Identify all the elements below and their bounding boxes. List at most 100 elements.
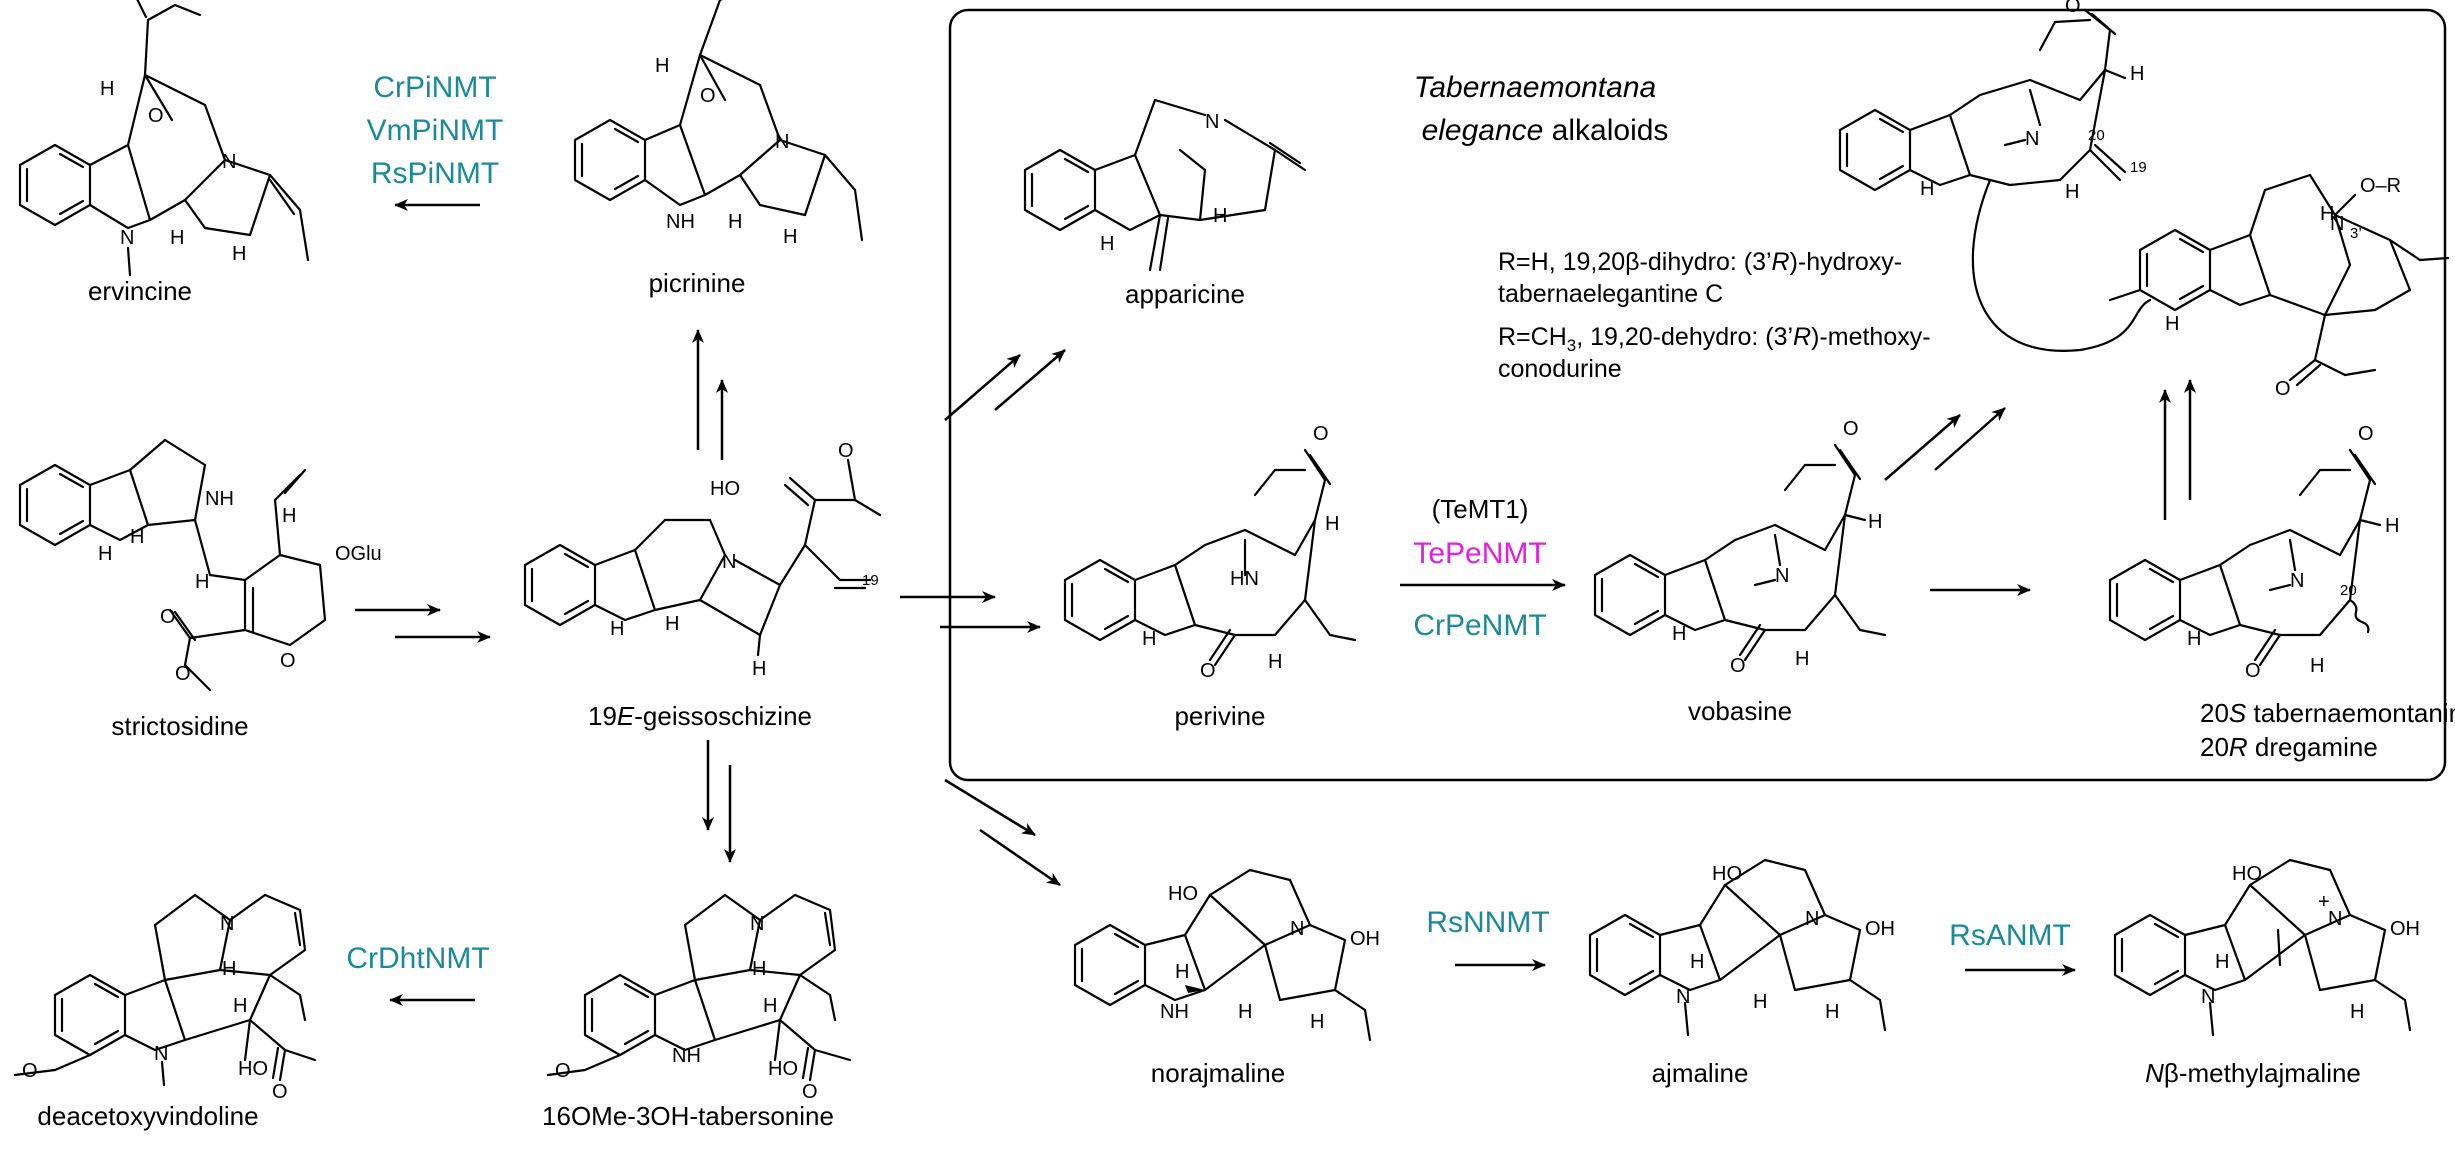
svg-text:O: O	[1730, 655, 1746, 677]
svg-text:H: H	[2385, 515, 2399, 537]
enzyme-tepenmt: TePeNMT	[1413, 537, 1546, 570]
structure-methylajmaline: N + N HO OH H H	[2113, 858, 2420, 1037]
label-perivine: perivine	[1174, 701, 1265, 731]
svg-text:N: N	[120, 227, 134, 249]
svg-text:O: O	[555, 1060, 571, 1082]
svg-text:N: N	[222, 151, 236, 173]
svg-text:O: O	[802, 1081, 818, 1103]
label-dregamine: 20R dregamine	[2200, 732, 2378, 762]
svg-text:HO: HO	[710, 478, 740, 500]
structure-picrinine: O N NH H H H	[573, 0, 864, 248]
svg-text:H: H	[1310, 1011, 1324, 1033]
svg-text:NH: NH	[672, 1045, 701, 1067]
svg-text:H: H	[2215, 951, 2229, 973]
tabernaemontana-box	[948, 8, 2447, 782]
svg-text:HO: HO	[1712, 863, 1742, 885]
svg-text:O: O	[700, 85, 716, 107]
svg-text:N: N	[750, 913, 764, 935]
svg-text:H: H	[665, 613, 679, 635]
svg-text:H: H	[752, 958, 766, 980]
svg-text:NH: NH	[205, 488, 234, 510]
arrow-geiss-to-norajmaline-1	[944, 778, 1036, 837]
svg-text:HO: HO	[238, 1058, 268, 1080]
svg-text:H: H	[1672, 623, 1686, 645]
svg-text:O: O	[2245, 660, 2261, 682]
svg-text:H: H	[1213, 205, 1227, 227]
structure-norajmaline: N NH HO OH H H H	[1073, 868, 1380, 1042]
structure-ajmaline: N N HO OH H H H	[1588, 858, 1895, 1037]
svg-text:H: H	[2310, 655, 2324, 677]
svg-text:H: H	[1868, 511, 1882, 533]
structure-ervincine: O N N H H H	[18, 0, 310, 277]
svg-text:H: H	[783, 226, 797, 248]
label-tabernaemontanine: 20S tabernaemontanine	[2200, 698, 2455, 728]
svg-text:O: O	[2065, 0, 2081, 17]
svg-text:H: H	[655, 55, 669, 77]
svg-text:H: H	[100, 78, 114, 100]
svg-text:O: O	[280, 650, 296, 672]
svg-text:N: N	[722, 551, 736, 573]
svg-text:N: N	[1676, 986, 1690, 1008]
enzyme-rsnnmt: RsNNMT	[1426, 906, 1549, 939]
svg-text:N: N	[1290, 918, 1304, 940]
label-apparicine: apparicine	[1125, 279, 1245, 309]
svg-text:H: H	[2165, 313, 2179, 335]
label-norajmaline: norajmaline	[1151, 1058, 1285, 1088]
structure-tabersonine: N NH HO H H O O	[546, 893, 852, 1103]
svg-text:H: H	[1325, 513, 1339, 535]
svg-text:N: N	[1205, 111, 1219, 133]
svg-text:HO: HO	[2232, 863, 2262, 885]
svg-text:H: H	[2187, 628, 2201, 650]
structure-strictosidine: NH H H H H OGlu O O O	[18, 438, 382, 692]
svg-text:N: N	[154, 1043, 168, 1065]
enzyme-crdhtnmt: CrDhtNMT	[346, 942, 489, 975]
svg-text:N: N	[2328, 908, 2342, 930]
label-methylajmaline: Nβ-methylajmaline	[2145, 1058, 2361, 1088]
enzyme-crpinmt: CrPiNMT	[373, 71, 496, 104]
svg-text:19: 19	[862, 572, 879, 589]
label-geissoschizine: 19E-geissoschizine	[588, 701, 812, 731]
svg-text:O: O	[272, 1081, 288, 1103]
box-title-line1: Tabernaemontana	[1414, 71, 1656, 104]
svg-text:N: N	[775, 131, 789, 153]
svg-text:O: O	[148, 105, 164, 127]
svg-text:3’: 3’	[2350, 225, 2362, 242]
label-picrinine: picrinine	[649, 268, 746, 298]
structure-vobasine: N O O H H H	[1593, 418, 1887, 677]
enzyme-rsanmt: RsANMT	[1949, 919, 2071, 952]
svg-text:H: H	[232, 243, 246, 265]
svg-text:H: H	[610, 618, 624, 640]
svg-text:HO: HO	[1168, 883, 1198, 905]
label-ervincine: ervincine	[88, 276, 192, 306]
svg-text:H: H	[1690, 951, 1704, 973]
label-tabersonine: 16OMe-3OH-tabersonine	[542, 1101, 834, 1131]
svg-text:HN: HN	[1230, 568, 1259, 590]
label-strictosidine: strictosidine	[111, 711, 248, 741]
svg-text:N: N	[1775, 565, 1789, 587]
svg-text:H: H	[195, 571, 209, 593]
svg-text:H: H	[1268, 651, 1282, 673]
box-note-line4: conodurine	[1498, 355, 1622, 383]
svg-text:NH: NH	[666, 211, 695, 233]
svg-text:H: H	[2065, 181, 2079, 203]
svg-text:H: H	[282, 505, 296, 527]
svg-text:O: O	[1200, 660, 1216, 682]
svg-text:O: O	[2358, 423, 2374, 445]
svg-text:N: N	[220, 913, 234, 935]
enzyme-temt1: (TeMT1)	[1432, 494, 1529, 524]
structure-perivine: HN O O H H H	[1063, 423, 1357, 682]
svg-text:O: O	[838, 440, 854, 462]
svg-text:H: H	[170, 227, 184, 249]
svg-text:H: H	[222, 958, 236, 980]
svg-text:N: N	[2201, 986, 2215, 1008]
svg-text:H: H	[233, 995, 247, 1017]
svg-text:NH: NH	[1160, 1001, 1189, 1023]
arrow-vobasine-to-dimer-1	[1884, 414, 1961, 481]
arrow-geiss-to-norajmaline-2	[979, 828, 1061, 887]
structure-deacetoxyvindoline: N N HO H H O O	[13, 893, 317, 1103]
svg-text:20: 20	[2088, 127, 2105, 144]
arrow-to-apparicine-1	[944, 354, 1021, 421]
svg-text:O: O	[175, 663, 191, 685]
svg-text:H: H	[1795, 648, 1809, 670]
